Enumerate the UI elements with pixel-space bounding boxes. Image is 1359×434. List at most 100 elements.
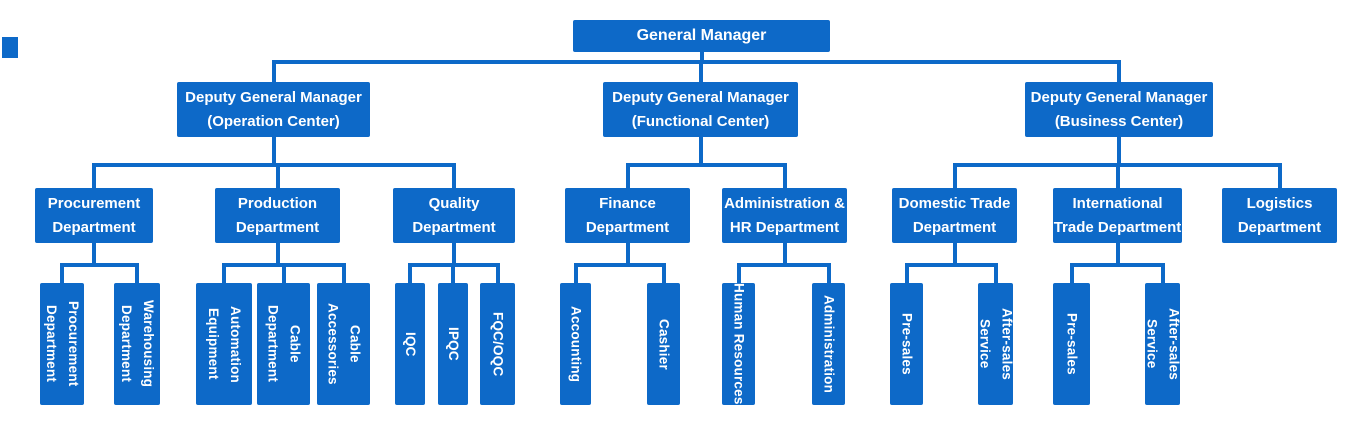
connector-line [271,60,1121,64]
connector-line [408,263,412,283]
accounting: Accounting [560,283,591,405]
admin-hr-dept: Administration & HR Department [722,188,847,243]
human-resources: Human Resources [722,283,755,405]
connector-line [736,263,741,283]
connector-line [1115,243,1120,267]
domestic-trade-dept: Domestic Trade Department [892,188,1017,243]
production-dept-label: Production Department [235,194,320,236]
connector-line [625,243,630,267]
admin-hr-dept-label: Administration & HR Department [724,194,845,236]
connector-line [904,263,998,267]
connector-line [222,263,226,283]
quality-dept-label: Quality Department [412,194,496,236]
connector-line [573,263,578,283]
connector-line [1277,163,1282,188]
connector-line [782,163,787,188]
connector-line [135,263,139,283]
international-trade-dept-label: International Trade Department [1053,194,1182,236]
finance-dept: Finance Department [565,188,690,243]
cable-accessories: Cable Accessories [317,283,370,405]
connector-line [452,243,456,267]
connector-line [993,263,998,283]
connector-line [573,263,666,267]
connector-line [92,163,456,167]
connector-line [1069,263,1165,267]
cable-department: Cable Department [257,283,310,405]
left-edge-mark [2,37,18,58]
connector-line [60,263,64,283]
connector-line [60,263,139,267]
logistics-dept: Logistics Department [1222,188,1337,243]
connector-line [1069,263,1074,283]
cashier: Cashier [647,283,680,405]
connector-line [952,163,957,188]
automation-equipment-label: Automation Equipment [206,305,243,383]
dgm-functional-label: Deputy General Manager (Functional Cente… [612,88,789,130]
procurement-dept: Procurement Department [35,188,153,243]
connector-line [275,163,280,188]
ipqc-label: IPQC [446,327,461,361]
administration: Administration [812,283,845,405]
intl-after-sales-label: After-sales Service [1144,308,1182,380]
iqc: IQC [395,283,425,405]
connector-line [1117,137,1121,167]
procurement-section-label: Procurement Department [44,301,81,387]
domestic-after-sales: After-sales Service [978,283,1015,405]
production-dept: Production Department [215,188,340,243]
intl-pre-sales-label: Pre-sales [1064,313,1080,375]
connector-line [625,163,630,188]
connector-line [451,263,455,283]
connector-line [826,263,831,283]
connector-line [495,263,500,283]
cable-department-label: Cable Department [265,305,303,383]
connector-line [452,163,456,188]
connector-line [92,163,96,188]
international-trade-dept: International Trade Department [1053,188,1182,243]
intl-pre-sales: Pre-sales [1053,283,1090,405]
finance-dept-label: Finance Department [585,194,670,236]
administration-label: Administration [821,294,837,394]
connector-line [92,243,96,267]
procurement-dept-label: Procurement Department [47,194,141,236]
connector-line [952,243,957,267]
dgm-business: Deputy General Manager (Business Center) [1025,82,1213,137]
dgm-operation-label: Deputy General Manager (Operation Center… [185,88,362,130]
connector-line [275,243,280,267]
fqc-oqc-label: FQC/OQC [490,311,506,377]
general-manager-label: General Manager [636,27,767,44]
connector-line [271,137,276,167]
dgm-business-label: Deputy General Manager (Business Center) [1030,88,1208,130]
cable-accessories-label: Cable Accessories [325,303,363,385]
iqc-label: IQC [403,331,418,357]
dgm-operation: Deputy General Manager (Operation Center… [177,82,370,137]
connector-line [1117,60,1121,82]
connector-line [1115,163,1120,188]
fqc-oqc: FQC/OQC [480,283,515,405]
connector-line [698,137,703,167]
quality-dept: Quality Department [393,188,515,243]
connector-line [904,263,909,283]
dgm-functional: Deputy General Manager (Functional Cente… [603,82,798,137]
connector-line [736,263,831,267]
connector-line [625,163,787,167]
connector-line [271,60,276,82]
cashier-label: Cashier [656,318,672,370]
intl-after-sales: After-sales Service [1145,283,1182,405]
connector-line [699,52,704,64]
connector-line [661,263,666,283]
domestic-pre-sales-label: Pre-sales [899,313,915,375]
domestic-pre-sales: Pre-sales [890,283,923,405]
ipqc: IPQC [438,283,468,405]
accounting-label: Accounting [568,305,584,383]
connector-line [782,243,787,267]
human-resources-label: Human Resources [731,283,747,405]
logistics-dept-label: Logistics Department [1237,194,1322,236]
warehousing-dept: Warehousing Department [114,283,160,405]
procurement-section: Procurement Department [40,283,84,405]
connector-line [1160,263,1165,283]
domestic-trade-dept-label: Domestic Trade Department [898,194,1011,236]
automation-equipment: Automation Equipment [196,283,252,405]
connector-line [281,263,286,283]
general-manager: General Manager [573,20,830,52]
